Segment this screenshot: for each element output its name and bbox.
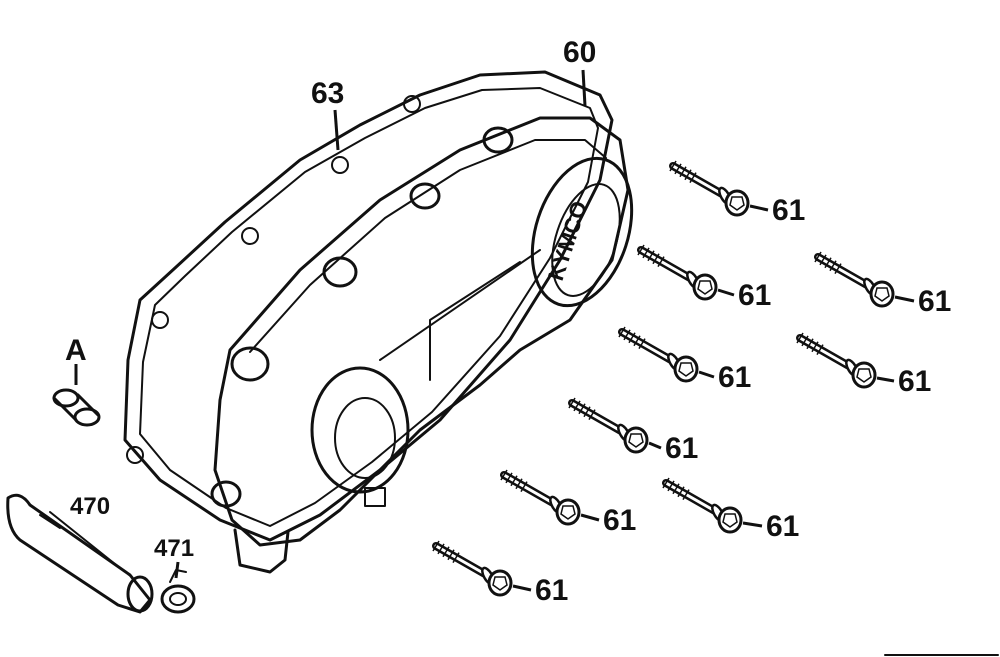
bolt-61 <box>669 160 750 217</box>
label-61: 61 <box>766 510 799 543</box>
bolt-61 <box>500 469 581 526</box>
leader-61 <box>749 204 769 212</box>
label-61: 61 <box>535 574 568 607</box>
dowel-collar-a <box>52 388 101 427</box>
leader-61 <box>876 376 895 383</box>
leader-471 <box>174 561 180 579</box>
label-61: 61 <box>665 432 698 465</box>
label-63: 63 <box>311 77 344 110</box>
gasket-63 <box>123 70 614 542</box>
label-61: 61 <box>898 365 931 398</box>
label-61: 61 <box>918 285 951 318</box>
label-a: A <box>65 334 87 367</box>
label-61: 61 <box>718 361 751 394</box>
label-61: 61 <box>603 504 636 537</box>
leader-61 <box>580 513 600 522</box>
label-60: 60 <box>563 36 596 69</box>
leader-61 <box>717 288 735 297</box>
label-61: 61 <box>772 194 805 227</box>
label-61: 61 <box>738 279 771 312</box>
bolt-61 <box>814 251 895 308</box>
leader-63 <box>333 109 340 151</box>
leader-61 <box>512 584 532 592</box>
bolts-61-group: 61 61 61 61 61 61 61 61 61 <box>432 160 951 607</box>
leader-61 <box>698 370 715 379</box>
leader-61 <box>648 441 662 450</box>
intake-hose-470 <box>6 493 154 614</box>
bolt-61 <box>662 477 743 534</box>
bolt-61 <box>796 332 877 389</box>
leader-60 <box>581 69 587 107</box>
bolt-61 <box>618 326 699 383</box>
transmission-cover-60: KYMCO <box>210 116 634 574</box>
leader-61 <box>742 521 763 528</box>
cover-logo: KYMCO <box>543 198 592 284</box>
label-470: 470 <box>70 493 110 520</box>
bolt-61 <box>568 397 649 454</box>
leader-61 <box>894 295 915 303</box>
bolt-61 <box>432 540 513 597</box>
hose-clamp-471 <box>160 569 196 614</box>
label-471: 471 <box>154 535 194 562</box>
bolt-61 <box>637 244 718 301</box>
